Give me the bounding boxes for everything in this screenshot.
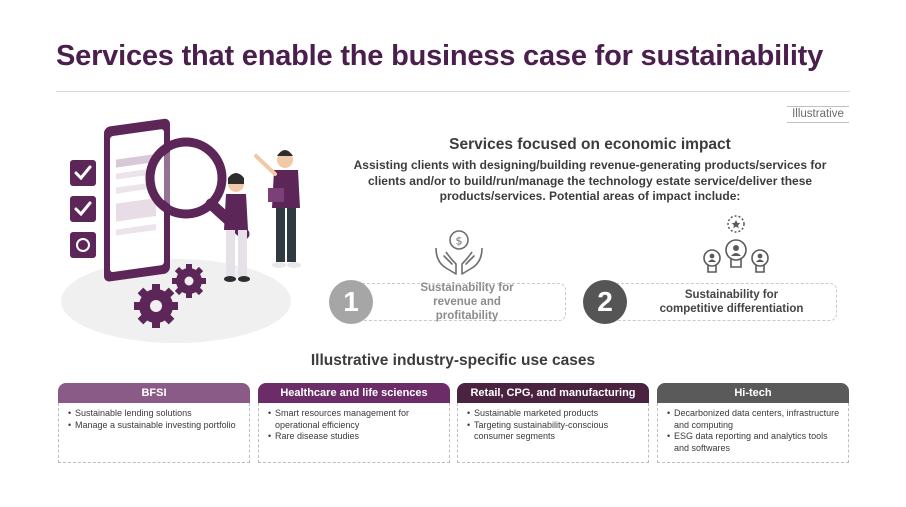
man-figure [254, 150, 301, 268]
usecases-heading: Illustrative industry-specific use cases [310, 352, 596, 369]
card-header: BFSI [58, 383, 250, 403]
economic-heading: Services focused on economic impact [449, 136, 731, 153]
list-item: Manage a sustainable investing portfolio [68, 420, 243, 432]
usecase-card-retail: Retail, CPG, and manufacturing Sustainab… [457, 383, 649, 463]
impact-number-1: 1 [329, 280, 373, 324]
title-divider [56, 91, 850, 92]
card-header: Hi-tech [657, 383, 849, 403]
list-item: Rare disease studies [268, 431, 443, 443]
woman-figure [224, 173, 250, 282]
card-body: Smart resources management for operation… [258, 403, 450, 463]
usecase-card-hitech: Hi-tech Decarbonized data centers, infra… [657, 383, 849, 463]
page-title: Services that enable the business case f… [56, 40, 824, 72]
list-item: ESG data reporting and analytics tools a… [667, 431, 842, 454]
impact-label-revenue: Sustainability for revenue and profitabi… [420, 282, 514, 322]
economic-description: Assisting clients with designing/buildin… [353, 158, 827, 203]
card-body: Sustainable marketed products Targeting … [457, 403, 649, 463]
hands-money-icon: $ [435, 230, 483, 275]
illustrative-tag: Illustrative [787, 106, 849, 123]
usecase-card-bfsi: BFSI Sustainable lending solutions Manag… [58, 383, 250, 463]
list-item: Smart resources management for operation… [268, 408, 443, 431]
list-item: Sustainable marketed products [467, 408, 642, 420]
list-item: Decarbonized data centers, infrastructur… [667, 408, 842, 431]
card-header: Retail, CPG, and manufacturing [457, 383, 649, 403]
card-body: Sustainable lending solutions Manage a s… [58, 403, 250, 463]
impact-number-2: 2 [583, 280, 627, 324]
usecase-card-healthcare: Healthcare and life sciences Smart resou… [258, 383, 450, 463]
impact-box-revenue: Sustainability for revenue and profitabi… [350, 282, 566, 322]
card-header: Healthcare and life sciences [258, 383, 450, 403]
svg-text:$: $ [456, 235, 463, 248]
list-item: Targeting sustainability-conscious consu… [467, 420, 642, 443]
lightbulbs-icon [703, 215, 769, 273]
impact-label-differentiation: Sustainability for competitive different… [659, 289, 804, 315]
card-body: Decarbonized data centers, infrastructur… [657, 403, 849, 463]
hero-illustration [61, 118, 301, 343]
impact-box-differentiation: Sustainability for competitive different… [604, 283, 837, 321]
list-item: Sustainable lending solutions [68, 408, 243, 420]
